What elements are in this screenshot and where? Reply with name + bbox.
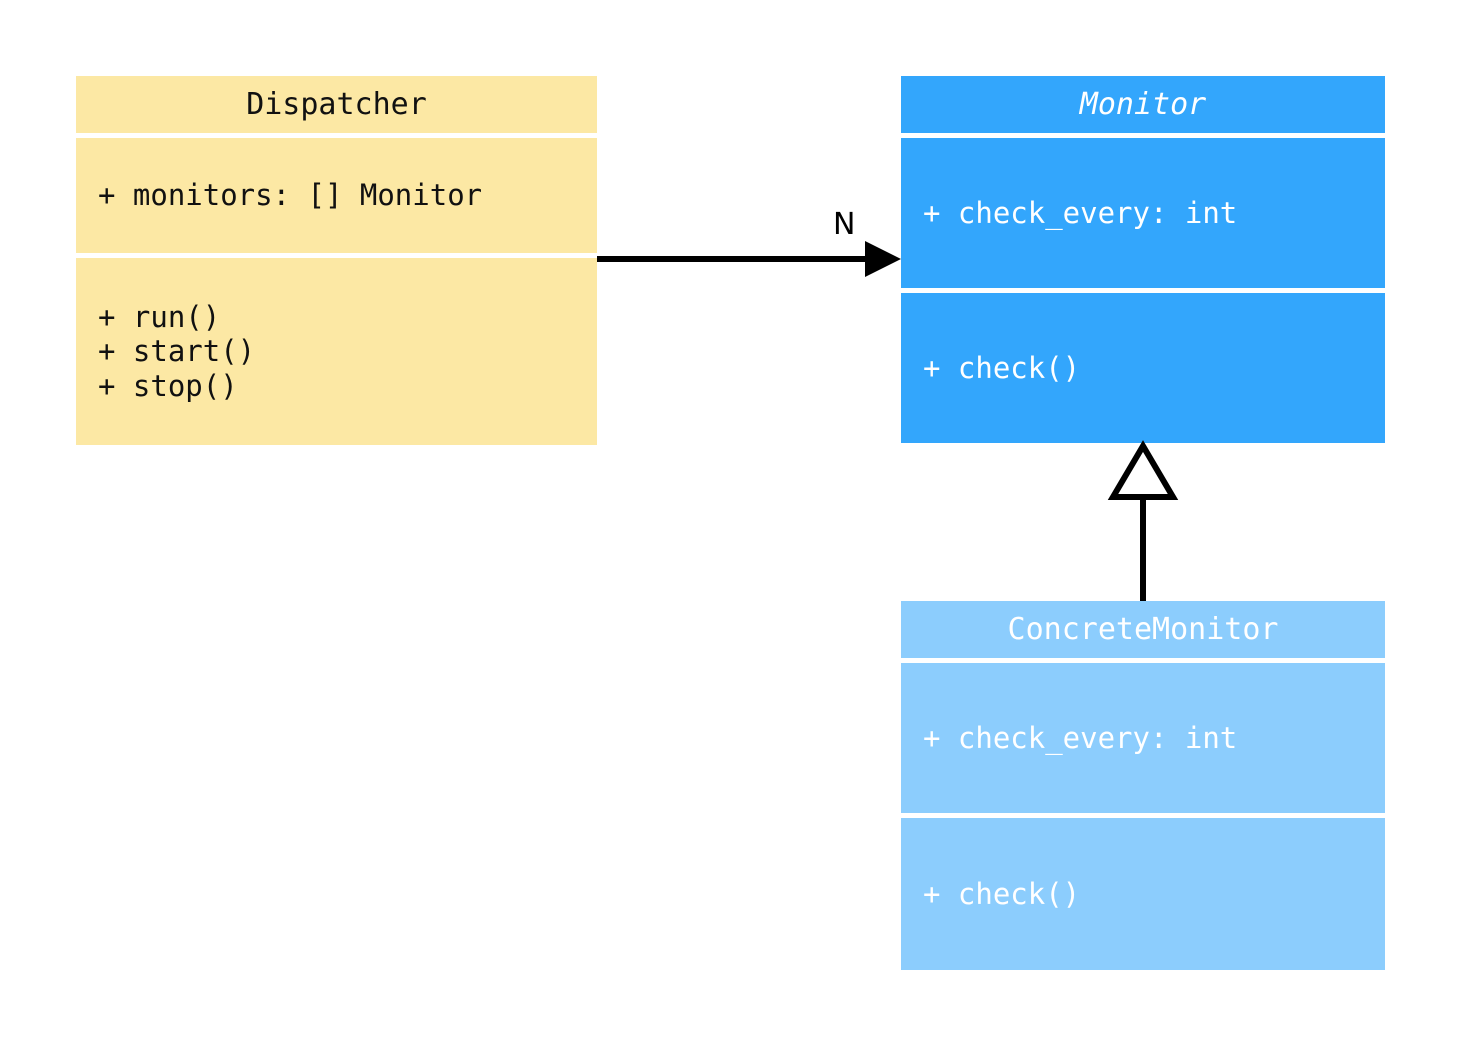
compartment-divider	[901, 288, 1385, 293]
method-row: + start()	[98, 334, 256, 369]
hollow-triangle-icon	[1107, 440, 1179, 500]
compartment-divider	[901, 813, 1385, 818]
class-methods-dispatcher: + run() + start() + stop()	[76, 258, 597, 445]
class-attributes-monitor: + check_every: int	[901, 138, 1385, 288]
association-multiplicity-label: N	[833, 207, 856, 242]
class-attributes-concretemonitor: + check_every: int	[901, 663, 1385, 813]
class-box-monitor[interactable]: Monitor + check_every: int + check()	[901, 76, 1385, 443]
method-row: + stop()	[98, 368, 238, 403]
method-row: + check()	[923, 350, 1081, 385]
filled-arrowhead-icon	[865, 241, 901, 277]
class-methods-monitor: + check()	[901, 293, 1385, 443]
class-methods-concretemonitor: + check()	[901, 818, 1385, 970]
attribute-row: + monitors: [] Monitor	[98, 178, 483, 213]
class-header-concretemonitor: ConcreteMonitor	[901, 601, 1385, 658]
method-row: + check()	[923, 876, 1081, 911]
generalization-concretemonitor-monitor	[1107, 440, 1179, 601]
compartment-divider	[76, 253, 597, 258]
class-name-monitor: Monitor	[1079, 87, 1207, 122]
attribute-row: + check_every: int	[923, 720, 1238, 755]
method-row: + run()	[98, 300, 221, 335]
class-header-dispatcher: Dispatcher	[76, 76, 597, 133]
class-name-dispatcher: Dispatcher	[246, 87, 427, 122]
compartment-divider	[901, 658, 1385, 663]
class-name-concretemonitor: ConcreteMonitor	[1007, 612, 1279, 647]
association-dispatcher-monitor	[597, 241, 901, 277]
class-box-concretemonitor[interactable]: ConcreteMonitor + check_every: int + che…	[901, 601, 1385, 970]
attribute-row: + check_every: int	[923, 195, 1238, 230]
compartment-divider	[76, 133, 597, 138]
compartment-divider	[901, 133, 1385, 138]
class-header-monitor: Monitor	[901, 76, 1385, 133]
class-box-dispatcher[interactable]: Dispatcher + monitors: [] Monitor + run(…	[76, 76, 597, 445]
class-attributes-dispatcher: + monitors: [] Monitor	[76, 138, 597, 253]
